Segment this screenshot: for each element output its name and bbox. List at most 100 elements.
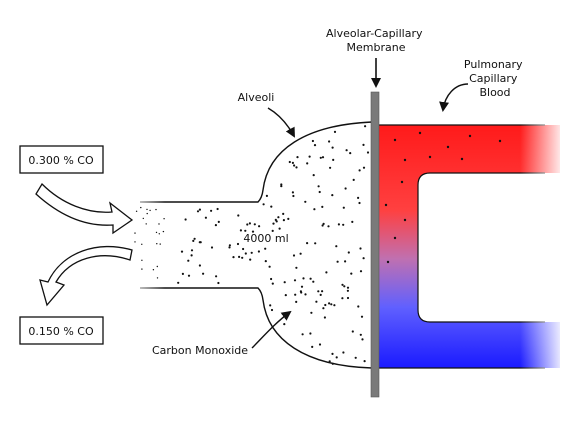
co-particle (293, 279, 297, 282)
co-particle (146, 208, 148, 211)
co-particle (343, 285, 346, 288)
co-particle (295, 266, 298, 269)
blood-label: Pulmonary Capillary Blood (464, 58, 526, 99)
svg-text:0.150 % CO: 0.150 % CO (28, 325, 94, 338)
co-particle (351, 220, 354, 223)
co-particle (327, 225, 330, 228)
co-particle (295, 166, 298, 169)
co-particle (248, 222, 251, 225)
co-particle (312, 174, 315, 177)
co-particle (314, 242, 317, 245)
co-particle (306, 162, 309, 165)
co-particle (156, 265, 158, 268)
co-particle (152, 269, 155, 271)
co-particle (258, 225, 261, 228)
co-particle (271, 229, 274, 232)
co-particle (216, 207, 219, 211)
co-particle (265, 194, 268, 197)
co-particle (141, 243, 143, 245)
co-particle (187, 259, 190, 262)
co-particle (321, 290, 324, 293)
co-particle (311, 345, 314, 348)
co-particle (366, 151, 370, 154)
co-particle (331, 352, 334, 355)
blood-co-particle (498, 139, 502, 143)
co-particle (304, 200, 307, 203)
co-particle (331, 194, 334, 197)
co-particle (347, 251, 350, 254)
co-particle (268, 265, 271, 268)
co-particle (180, 250, 184, 253)
co-particle (134, 232, 136, 234)
co-particle (337, 223, 340, 226)
co-particle (309, 277, 312, 280)
co-particle (350, 272, 353, 275)
co-particle (158, 223, 160, 225)
co-particle (228, 246, 231, 249)
alveolar-volume-label: 4000 ml (243, 232, 288, 245)
co-particle (232, 256, 235, 259)
co-particle (159, 243, 161, 245)
co-particle (278, 227, 281, 230)
co-particle (346, 289, 349, 292)
co-particle (198, 208, 201, 211)
co-particle (272, 222, 275, 225)
co-particle (283, 281, 286, 284)
co-particle (308, 155, 311, 158)
co-particle (237, 214, 240, 217)
co-particle (238, 255, 241, 258)
co-particle (155, 208, 157, 211)
co-particle (331, 146, 334, 149)
co-particle (269, 304, 272, 307)
co-particle (318, 343, 322, 346)
co-particle (295, 300, 298, 303)
co-particle (141, 268, 143, 270)
blood-co-particle (393, 236, 397, 240)
co-particle (280, 185, 283, 188)
co-particle (141, 259, 143, 261)
co-particle (145, 223, 147, 225)
co-particle (299, 252, 302, 255)
co-particle (341, 283, 344, 286)
co-particle (283, 323, 286, 326)
co-particle (302, 277, 305, 280)
co-particle (304, 293, 307, 296)
co-particle (313, 208, 316, 211)
co-particle (322, 307, 325, 310)
co-particle (319, 293, 322, 296)
co-particle (264, 260, 267, 263)
inflow-arrow (35, 182, 134, 235)
co-particle (190, 254, 193, 257)
blood-co-particle (386, 260, 390, 264)
co-particle (322, 222, 325, 225)
co-particle (330, 303, 333, 306)
co-particle (202, 272, 205, 275)
co-particle (246, 223, 249, 226)
co-particle (362, 143, 365, 146)
co-particle (156, 243, 158, 245)
co-particle (288, 160, 291, 164)
co-particle (324, 303, 327, 307)
co-particle (253, 223, 256, 226)
blood-pointer-arrow (439, 83, 469, 112)
co-particle (321, 156, 325, 159)
membrane-label: Alveolar-Capillary Membrane (326, 27, 426, 54)
co-particle (329, 166, 332, 169)
co-particle (236, 242, 240, 246)
co-particle (313, 144, 317, 147)
co-particle (344, 260, 347, 263)
co-particle (323, 316, 326, 319)
co-particle (244, 252, 247, 255)
co-particle (364, 125, 367, 128)
co-particle (328, 302, 331, 305)
co-particle (294, 293, 297, 296)
co-particle (292, 194, 295, 198)
co-particle (156, 277, 159, 279)
co-particle (325, 271, 328, 274)
co-particle (291, 161, 294, 164)
co-particle (292, 254, 296, 257)
blood-co-particle (418, 131, 422, 135)
co-particle (321, 205, 324, 208)
co-particle (296, 156, 299, 159)
co-particle (217, 281, 220, 285)
